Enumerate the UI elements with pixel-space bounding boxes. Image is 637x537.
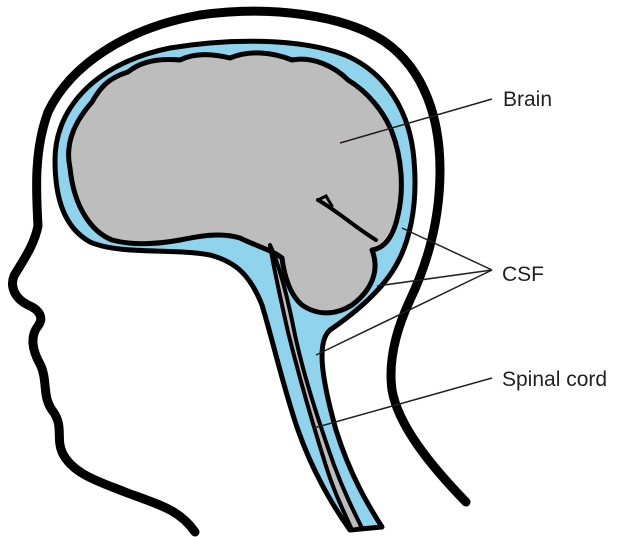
brain-shape [69,53,402,313]
csf-leader-line-1 [402,228,492,270]
spinal-cord-label: Spinal cord [502,369,607,390]
csf-label: CSF [502,264,544,285]
brain-label: Brain [503,89,552,110]
